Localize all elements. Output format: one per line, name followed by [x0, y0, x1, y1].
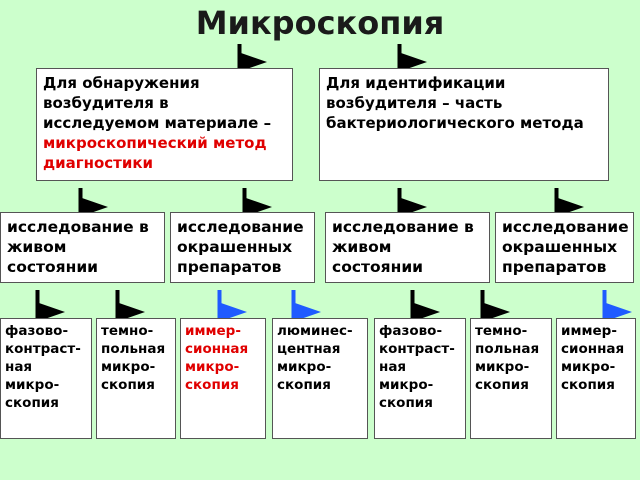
arrow-l1-live-2	[397, 188, 427, 217]
arrow-l3-2	[115, 290, 145, 322]
arrow-title-left	[237, 44, 267, 72]
box-detection-highlight: микроскопический метод диагностики	[43, 134, 267, 172]
box-stained-study-1: исследование окрашенных препаратов	[170, 212, 315, 283]
arrow-l3-6	[480, 290, 510, 322]
box-live-study-2: исследование в живом состоянии	[325, 212, 490, 283]
arrow-l1-live-1	[78, 188, 108, 217]
box-stained-study-2: исследование окрашенных препаратов	[495, 212, 634, 283]
box-detection-text: Для обнаружения возбудителя в исследуемо…	[43, 74, 272, 132]
arrow-l3-7	[602, 290, 632, 322]
arrow-l1-stained-1	[242, 188, 272, 217]
box-identification-text: Для идентификации возбудителя – часть ба…	[326, 74, 584, 132]
arrow-l3-1	[35, 290, 65, 322]
box-phase-contrast-1: фазово- контраст- ная микро- скопия	[0, 318, 92, 439]
arrow-l3-5	[410, 290, 440, 322]
box-live-study-1: исследование в живом состоянии	[0, 212, 165, 283]
box-luminescent: люминес- центная микро- скопия	[272, 318, 368, 439]
box-darkfield-1: темно- польная микро- скопия	[96, 318, 176, 439]
box-immersion-1: иммер- сионная микро- скопия	[180, 318, 266, 439]
page-title: Микроскопия	[195, 4, 445, 42]
box-detection-in-material: Для обнаружения возбудителя в исследуемо…	[36, 68, 293, 181]
arrow-l3-3	[217, 290, 247, 322]
box-phase-contrast-2: фазово- контраст- ная микро- скопия	[374, 318, 466, 439]
arrow-title-right	[397, 44, 427, 72]
box-immersion-2: иммер- сионная микро- скопия	[556, 318, 636, 439]
box-darkfield-2: темно- польная микро- скопия	[470, 318, 552, 439]
arrow-l1-stained-2	[554, 188, 584, 217]
arrow-l3-4	[291, 290, 321, 322]
box-identification: Для идентификации возбудителя – часть ба…	[319, 68, 609, 181]
